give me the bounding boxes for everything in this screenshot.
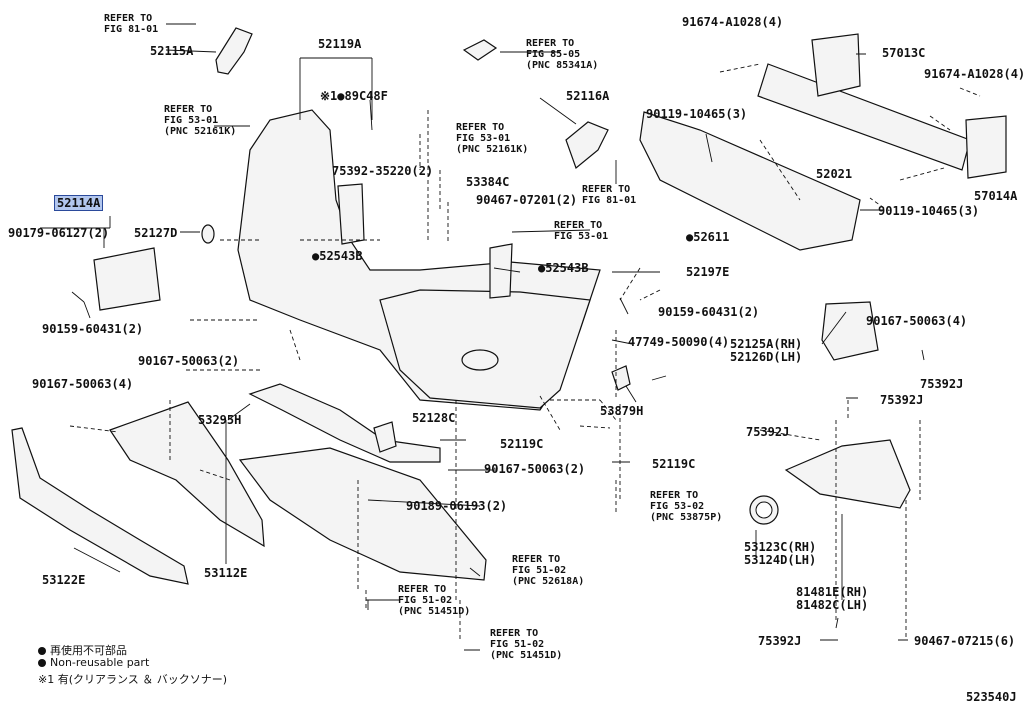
part-90119-b: 90119-10465(3) bbox=[878, 204, 980, 218]
cap-52127D-shape bbox=[201, 224, 215, 244]
part-91674-top: 91674-A1028(4) bbox=[682, 15, 784, 29]
part-75392J-c: 75392J bbox=[746, 425, 790, 439]
legend-text-1: 再使用不可部品 bbox=[50, 644, 127, 657]
refer-fig-81-01-b: REFER TO FIG 81-01 bbox=[582, 184, 637, 206]
bullet-icon bbox=[38, 647, 46, 655]
legend-text-2: Non-reusable part bbox=[50, 656, 150, 669]
bracket-57013C-shape bbox=[811, 33, 861, 97]
part-90467-07215: 90467-07215(6) bbox=[914, 634, 1016, 648]
refer-fig-51-02-a: REFER TO FIG 51-02 (PNC 52618A) bbox=[512, 554, 585, 587]
part-52543B-a: ●52543B bbox=[312, 249, 363, 263]
part-52127D: 52127D bbox=[134, 226, 178, 240]
part-52119A: 52119A bbox=[318, 37, 362, 51]
refer-fig-53-02: REFER TO FIG 53-02 (PNC 53875P) bbox=[650, 490, 723, 523]
mount-53879H-shape bbox=[611, 365, 631, 391]
part-75392J-a: 75392J bbox=[920, 377, 964, 391]
bullet-icon bbox=[38, 659, 46, 667]
legend-line-1: 再使用不可部品 bbox=[38, 642, 127, 658]
pad-52543B-a-shape bbox=[337, 183, 365, 245]
part-52021: 52021 bbox=[816, 167, 853, 181]
part-52119C-b: 52119C bbox=[652, 457, 696, 471]
cap-52128C-shape bbox=[373, 421, 397, 453]
part-53879H: 53879H bbox=[600, 404, 644, 418]
washer-cap-shape bbox=[462, 39, 498, 61]
grille-53112E-shape bbox=[109, 401, 265, 548]
legend-line-2: Non-reusable part bbox=[38, 656, 149, 669]
part-53124D: 53124D(LH) bbox=[744, 553, 817, 567]
part-52115A: 52115A bbox=[150, 44, 194, 58]
absorber-52611-shape bbox=[639, 111, 861, 251]
molding-53122E-shape bbox=[11, 427, 189, 585]
part-53122E: 53122E bbox=[42, 573, 86, 587]
bracket-52125A-shape bbox=[821, 301, 879, 361]
part-53295H: 53295H bbox=[198, 413, 242, 427]
refer-fig-81-01-a: REFER TO FIG 81-01 bbox=[104, 13, 158, 35]
part-52119C-a: 52119C bbox=[500, 437, 544, 451]
part-52116A: 52116A bbox=[566, 89, 610, 103]
part-90167-c: 90167-50063(4) bbox=[32, 377, 134, 391]
part-81482C: 81482C(LH) bbox=[796, 598, 869, 612]
legend-line-3: ※1 有(クリアランス ＆ バックソナー) bbox=[38, 671, 227, 687]
part-52114A[interactable]: 52114A bbox=[54, 195, 104, 211]
bracket-52116A-shape bbox=[565, 121, 609, 170]
part-47749: 47749-50090(4) bbox=[628, 335, 730, 349]
pad-52543B-b-shape bbox=[489, 243, 513, 299]
refer-fig-51-02-b: REFER TO FIG 51-02 (PNC 51451D) bbox=[398, 584, 471, 617]
part-90179: 90179-06127(2) bbox=[8, 226, 110, 240]
part-91674-right: 91674-A1028(4) bbox=[924, 67, 1024, 81]
part-90167-a: 90167-50063(4) bbox=[866, 314, 968, 328]
part-52114A-highlight[interactable]: 52114A bbox=[54, 195, 104, 211]
part-52197E: 52197E bbox=[686, 265, 730, 279]
part-52128C: 52128C bbox=[412, 411, 456, 425]
part-53112E: 53112E bbox=[204, 566, 248, 580]
part-52125A: 52125A(RH) bbox=[730, 337, 803, 351]
part-90167-d: 90167-50063(2) bbox=[484, 462, 586, 476]
part-75392J-b: 75392J bbox=[880, 393, 924, 407]
fog-cover-shape bbox=[784, 439, 911, 509]
part-57013C: 57013C bbox=[882, 46, 926, 60]
part-53123C: 53123C(RH) bbox=[744, 540, 817, 554]
part-52126D: 52126D(LH) bbox=[730, 350, 803, 364]
refer-fig-53-01-b: REFER TO FIG 53-01 (PNC 52161K) bbox=[456, 122, 529, 155]
refer-fig-51-02-c: REFER TO FIG 51-02 (PNC 51451D) bbox=[490, 628, 563, 661]
legend-text-3: ※1 有(クリアランス ＆ バックソナー) bbox=[38, 673, 228, 686]
refer-fig-53-01-a: REFER TO FIG 53-01 (PNC 52161K) bbox=[164, 104, 237, 137]
part-90159-b: 90159-60431(2) bbox=[42, 322, 144, 336]
lower-grille-shape bbox=[238, 447, 487, 581]
license-bracket-shape bbox=[93, 247, 161, 311]
part-89C48F: ※1●89C48F bbox=[320, 89, 388, 103]
part-53384C: 53384C bbox=[466, 175, 510, 189]
bracket-57014A-shape bbox=[965, 115, 1007, 179]
part-52543B-b: ●52543B bbox=[538, 261, 589, 275]
refer-fig-85-05: REFER TO FIG 85-05 (PNC 85341A) bbox=[526, 38, 599, 71]
diagram-id: 523540J bbox=[966, 690, 1017, 704]
bumper-lower-shape bbox=[379, 289, 591, 409]
part-57014A: 57014A bbox=[974, 189, 1018, 203]
part-90189: 90189-06193(2) bbox=[406, 499, 508, 513]
part-75392-35220: 75392-35220(2) bbox=[332, 164, 434, 178]
bracket-52115A-shape bbox=[215, 27, 253, 75]
part-81481E: 81481E(RH) bbox=[796, 585, 869, 599]
refer-fig-81-01-a-text: REFER TO FIG 81-01 bbox=[104, 13, 159, 35]
refer-fig-53-01-c: REFER TO FIG 53-01 bbox=[554, 220, 609, 242]
part-52611: ●52611 bbox=[686, 230, 730, 244]
reinforcement-52021-shape bbox=[757, 63, 971, 171]
part-90167-b: 90167-50063(2) bbox=[138, 354, 240, 368]
part-90119-a: 90119-10465(3) bbox=[646, 107, 748, 121]
part-90467-07201: 90467-07201(2) bbox=[476, 193, 578, 207]
fog-hole-shape bbox=[461, 349, 499, 371]
part-75392J-d: 75392J bbox=[758, 634, 802, 648]
part-90159-a: 90159-60431(2) bbox=[658, 305, 760, 319]
